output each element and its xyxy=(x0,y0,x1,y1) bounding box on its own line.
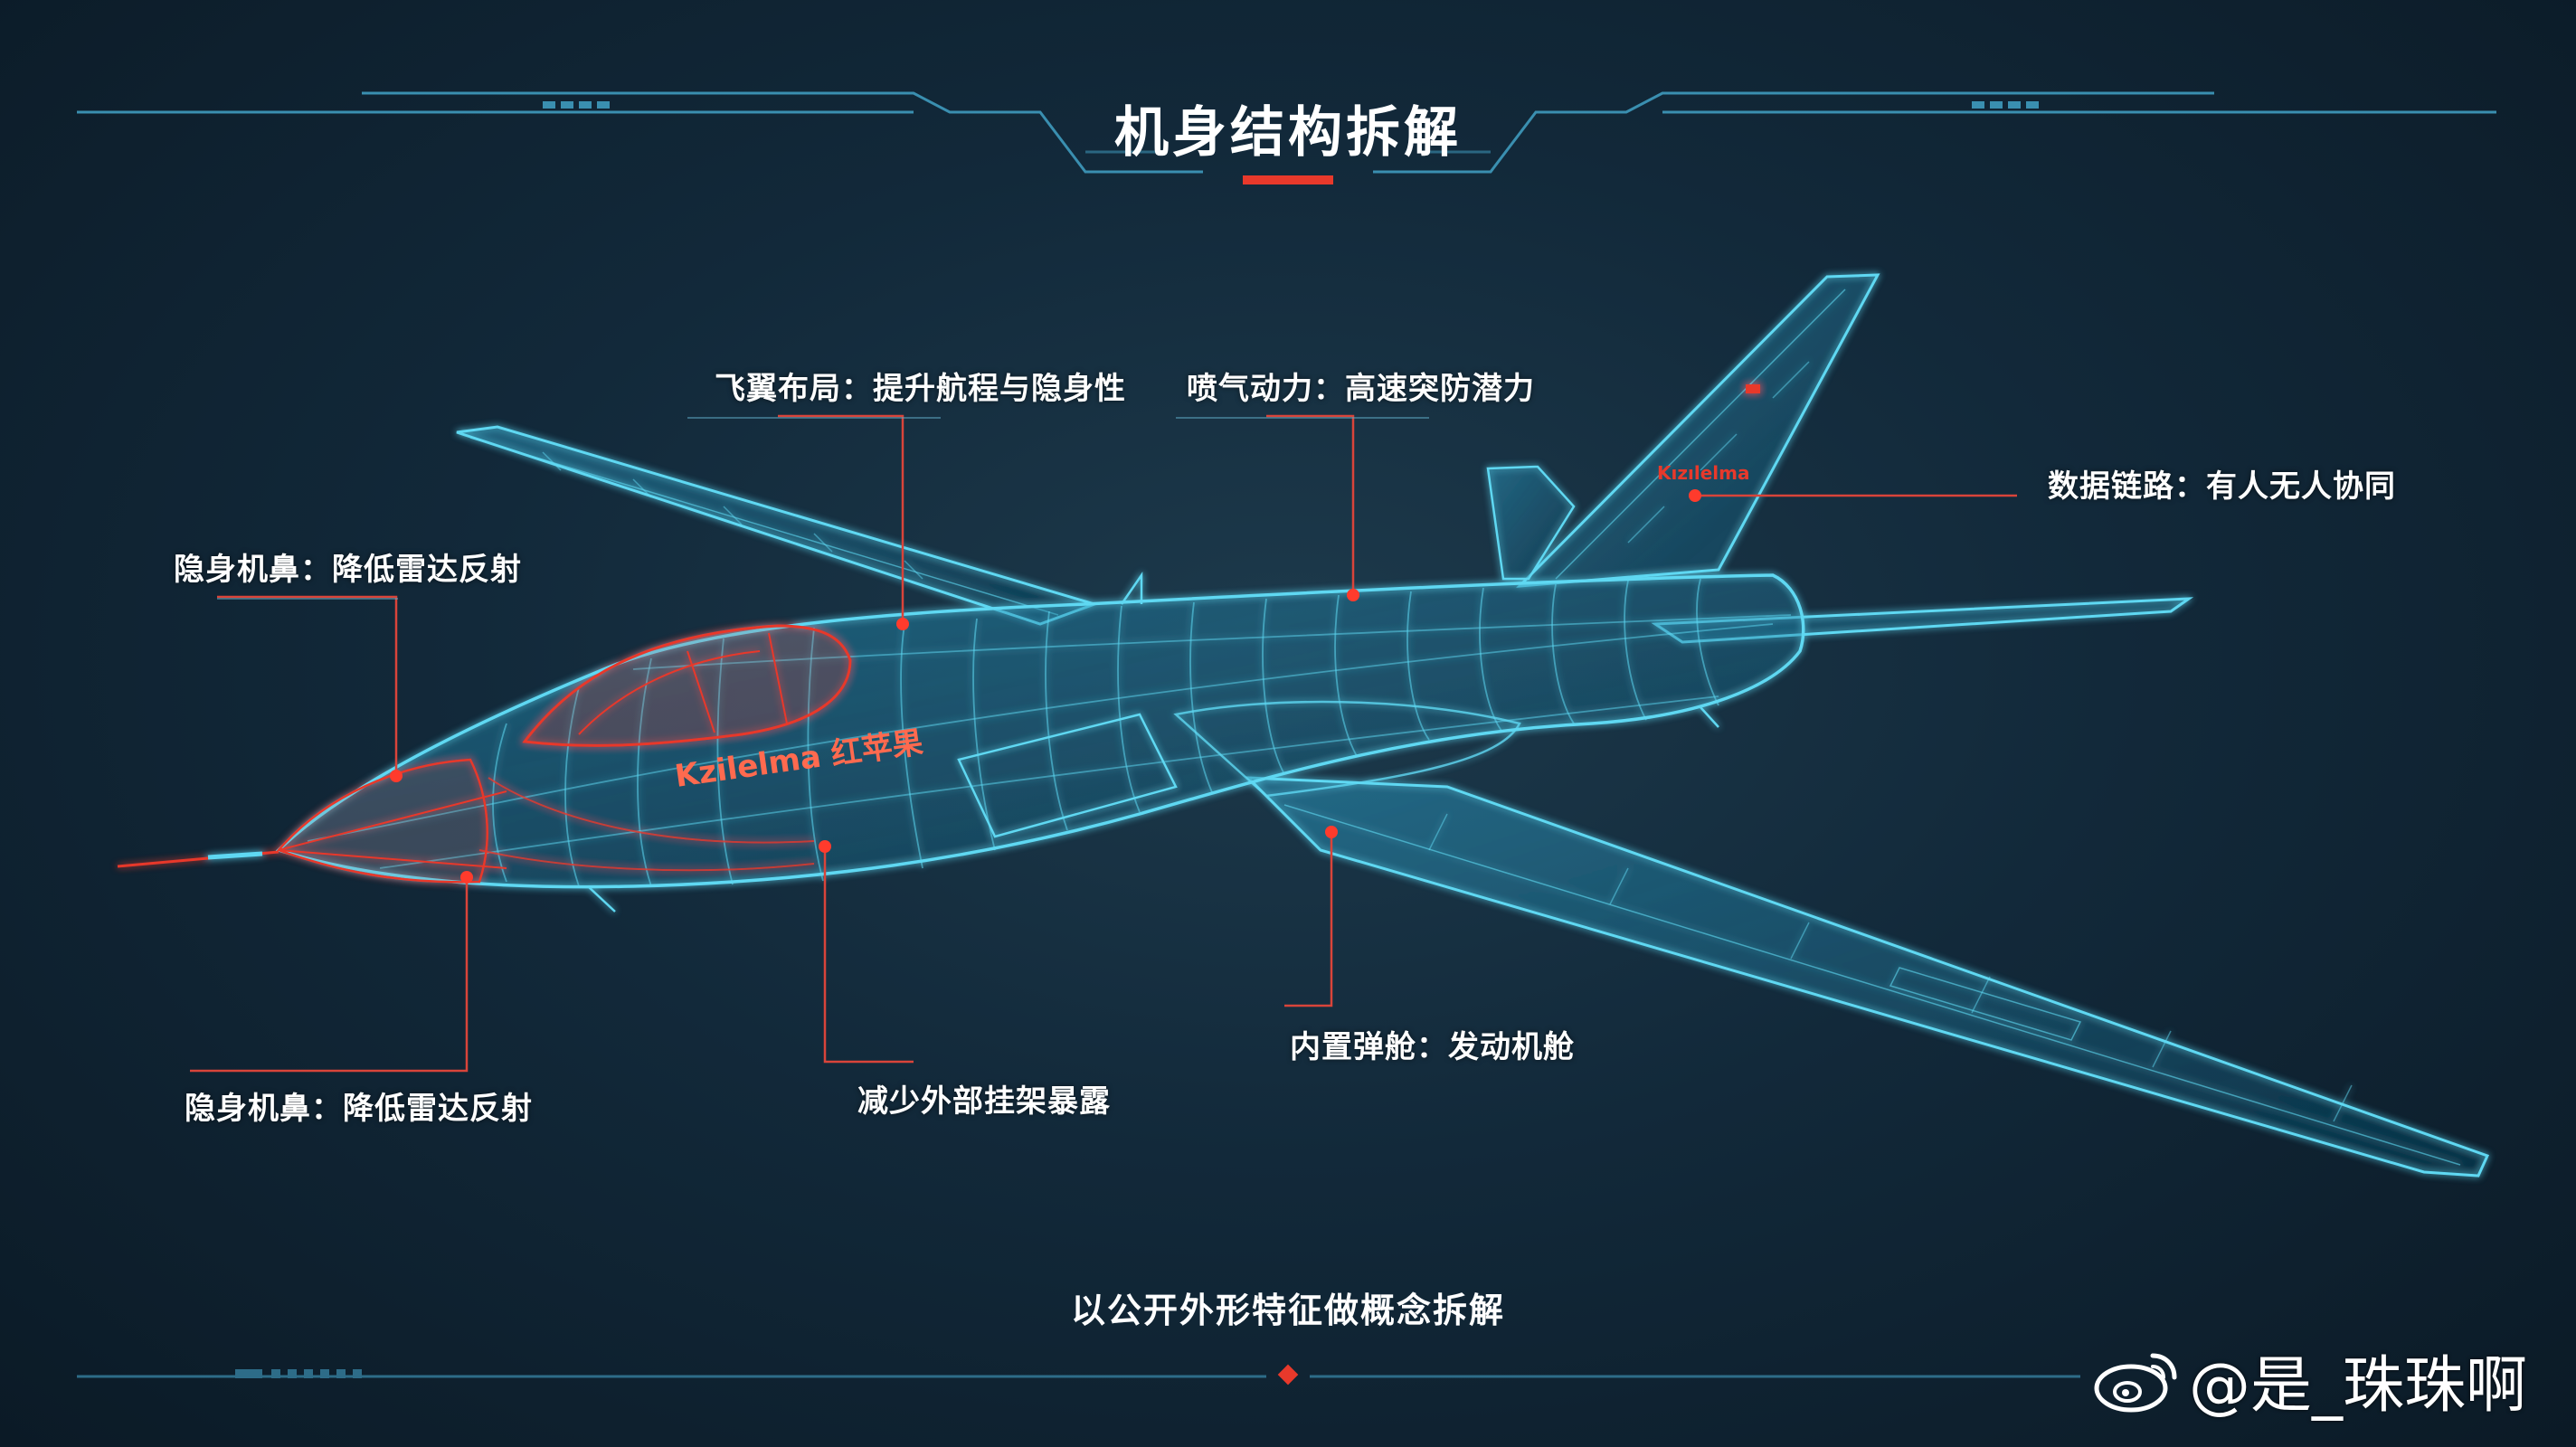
dot-stealth-nose-upper xyxy=(390,770,402,782)
title-underline-accent xyxy=(1243,175,1333,184)
callout-data-link: 数据链路：有人无人协同 xyxy=(2048,468,2396,505)
leader-stealth-nose-upper xyxy=(217,595,398,776)
page-subtitle: 以公开外形特征做概念拆解 xyxy=(1070,1291,1505,1330)
watermark-handle: @是_珠珠啊 xyxy=(2189,1349,2528,1422)
aircraft-body xyxy=(117,273,2490,1177)
callout-internal-bay: 内置弹舱：发动机舱 xyxy=(1290,1029,1575,1065)
vertical-tail xyxy=(1486,273,1880,588)
callout-underlines xyxy=(217,417,1429,600)
cockpit-canopy xyxy=(522,624,852,747)
dot-wing-layout xyxy=(896,618,909,630)
nose-cone xyxy=(276,758,815,884)
footer-hash-marks xyxy=(235,1369,362,1378)
callout-wing-layout: 飞翼布局：提升航程与隐身性 xyxy=(715,371,1126,407)
header-hash-marks xyxy=(543,101,2039,109)
header-frame xyxy=(77,91,2496,174)
leader-stealth-nose-lower xyxy=(190,877,469,1073)
footer-diamond-marker xyxy=(1277,1364,1299,1386)
callout-leaders xyxy=(190,414,2017,1073)
tail-marking: Kızılelma xyxy=(1657,462,1749,484)
near-wing xyxy=(1245,776,2490,1177)
leader-external-stores xyxy=(823,846,914,1064)
dot-data-link xyxy=(1689,489,1701,502)
callout-dots xyxy=(390,489,1701,884)
leader-jet-power xyxy=(1266,414,1355,595)
dot-internal-bay xyxy=(1325,826,1338,838)
callout-stealth-nose-upper: 隐身机鼻：降低雷达反射 xyxy=(174,552,522,588)
page-title: 机身结构拆解 xyxy=(1114,101,1462,165)
weibo-icon xyxy=(2094,1353,2177,1413)
callout-external-stores: 减少外部挂架暴露 xyxy=(857,1083,1111,1120)
leader-internal-bay xyxy=(1284,832,1333,1007)
callout-jet-power: 喷气动力：高速突防潜力 xyxy=(1187,371,1535,407)
far-wing xyxy=(456,425,1099,626)
callout-stealth-nose-lower: 隐身机鼻：降低雷达反射 xyxy=(185,1091,533,1127)
dot-external-stores xyxy=(819,840,831,853)
watermark: @是_珠珠啊 xyxy=(2089,1338,2527,1422)
leader-wing-layout xyxy=(778,414,904,624)
dot-jet-power xyxy=(1347,589,1359,601)
pitot-probe xyxy=(117,850,279,868)
dot-stealth-nose-lower xyxy=(460,871,473,884)
